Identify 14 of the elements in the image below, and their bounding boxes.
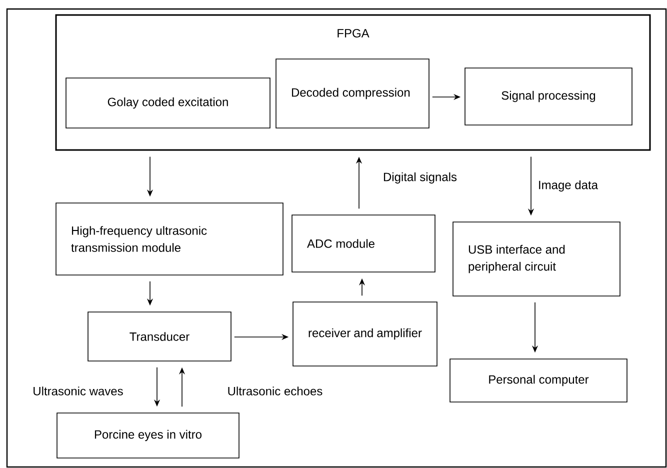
process-box: Personal computer [450, 358, 628, 402]
process-box: Golay coded excitation [66, 78, 270, 128]
process-box: Signal processing [464, 68, 632, 126]
process-box: Transducer [88, 312, 232, 362]
process-box: receiver and amplifier [292, 302, 438, 366]
edge-label: Ultrasonic waves [32, 386, 124, 396]
edge-label: Digital signals [382, 171, 458, 185]
process-box: High-frequency ultrasonic transmission module [56, 202, 284, 276]
process-box: ADC module [292, 214, 436, 272]
edge-label: Image data [536, 179, 600, 193]
process-box: Porcine eyes in vitro [56, 412, 240, 458]
edge-label: Ultrasonic echoes [226, 386, 324, 396]
process-box: USB interface and peripheral circuit [452, 222, 620, 296]
process-box: Decoded compression [276, 58, 430, 128]
